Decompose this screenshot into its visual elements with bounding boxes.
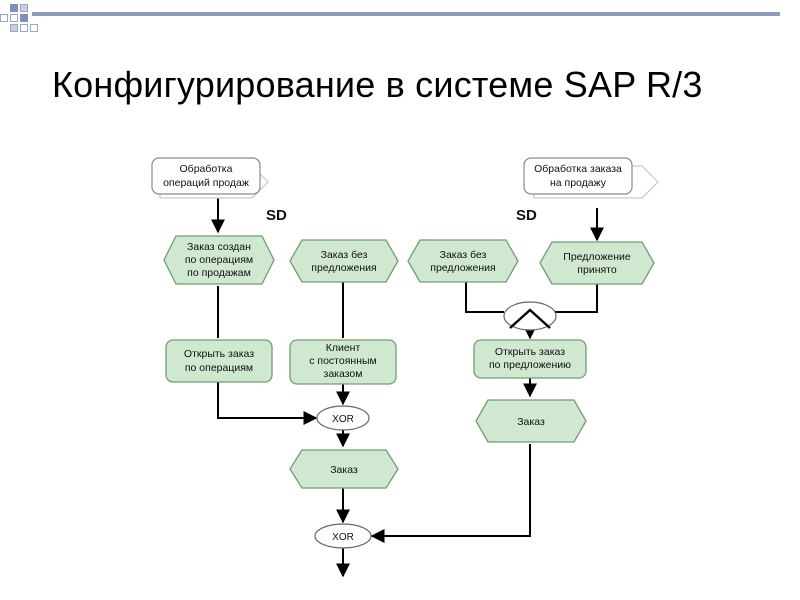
- event-order-no-offer: Заказ без предложения: [289, 239, 399, 283]
- event-label-line: предложения: [311, 262, 376, 274]
- event-label-line: Заказ без: [440, 249, 487, 261]
- process-interface-left: Обработка операций продаж: [151, 157, 269, 199]
- event-label: Заказ: [330, 464, 358, 476]
- event-order-created: Заказ создан по операциям по продажам: [163, 235, 275, 285]
- decor-square: [10, 14, 18, 22]
- decor-square: [10, 24, 18, 32]
- decor-square: [20, 14, 28, 22]
- process-box: [151, 157, 261, 195]
- function-label-line: заказом: [324, 368, 363, 380]
- decor-square: [10, 4, 18, 12]
- process-box: [523, 157, 633, 195]
- flow-line: [370, 444, 531, 543]
- connector-label: XOR: [332, 532, 354, 543]
- event-label-line: принято: [577, 264, 617, 276]
- function-label-line: Клиент: [326, 342, 361, 354]
- module-label-sd: SD: [516, 207, 537, 224]
- event-label-line: Заказ без: [321, 249, 368, 261]
- xor-connector-2: XOR: [314, 523, 372, 549]
- decor-square: [0, 14, 8, 22]
- event-label-line: Заказ создан: [187, 241, 251, 253]
- function-label-line: с постоянным: [309, 355, 377, 367]
- process-label-line: на продажу: [550, 177, 607, 189]
- process-interface-right: Обработка заказа на продажу: [523, 157, 659, 199]
- and-connector: [503, 301, 557, 331]
- event-label: Заказ: [517, 416, 545, 428]
- event-label-line: по продажам: [187, 267, 251, 279]
- event-offer-accepted: Предложение принято: [539, 241, 655, 285]
- flow-line: [217, 382, 318, 425]
- event-label-line: по операциям: [185, 254, 253, 266]
- module-label-sd: SD: [266, 207, 287, 224]
- slide-title: Конфигурирование в системе SAP R/3: [52, 64, 703, 105]
- decor-square: [20, 4, 28, 12]
- function-label-line: по операциям: [185, 362, 253, 374]
- function-label-line: Открыть заказ: [495, 346, 565, 358]
- event-order-right: Заказ: [475, 399, 587, 443]
- header-rule: [32, 12, 780, 16]
- event-label-line: Предложение: [563, 251, 631, 263]
- decor-square: [20, 24, 28, 32]
- flow-line: [554, 284, 598, 313]
- event-order-no-offer-right: Заказ без предложения: [407, 239, 519, 283]
- function-label-line: Открыть заказ: [184, 348, 254, 360]
- function-open-order-ops: Открыть заказ по операциям: [165, 339, 273, 383]
- process-label-line: Обработка: [180, 163, 233, 175]
- connector-lines: [211, 196, 604, 578]
- function-label-line: по предложению: [489, 359, 571, 371]
- process-label-line: операций продаж: [163, 177, 249, 189]
- event-order-center: Заказ: [289, 449, 399, 489]
- process-label-line: Обработка заказа: [534, 163, 622, 175]
- xor-connector-1: XOR: [316, 405, 370, 431]
- flow-line: [465, 282, 504, 313]
- function-open-order-offer: Открыть заказ по предложению: [473, 339, 587, 379]
- event-label-line: предложения: [430, 262, 495, 274]
- connector-label: XOR: [332, 414, 354, 425]
- function-client-standing-order: Клиент с постоянным заказом: [289, 339, 397, 385]
- decor-square: [30, 24, 38, 32]
